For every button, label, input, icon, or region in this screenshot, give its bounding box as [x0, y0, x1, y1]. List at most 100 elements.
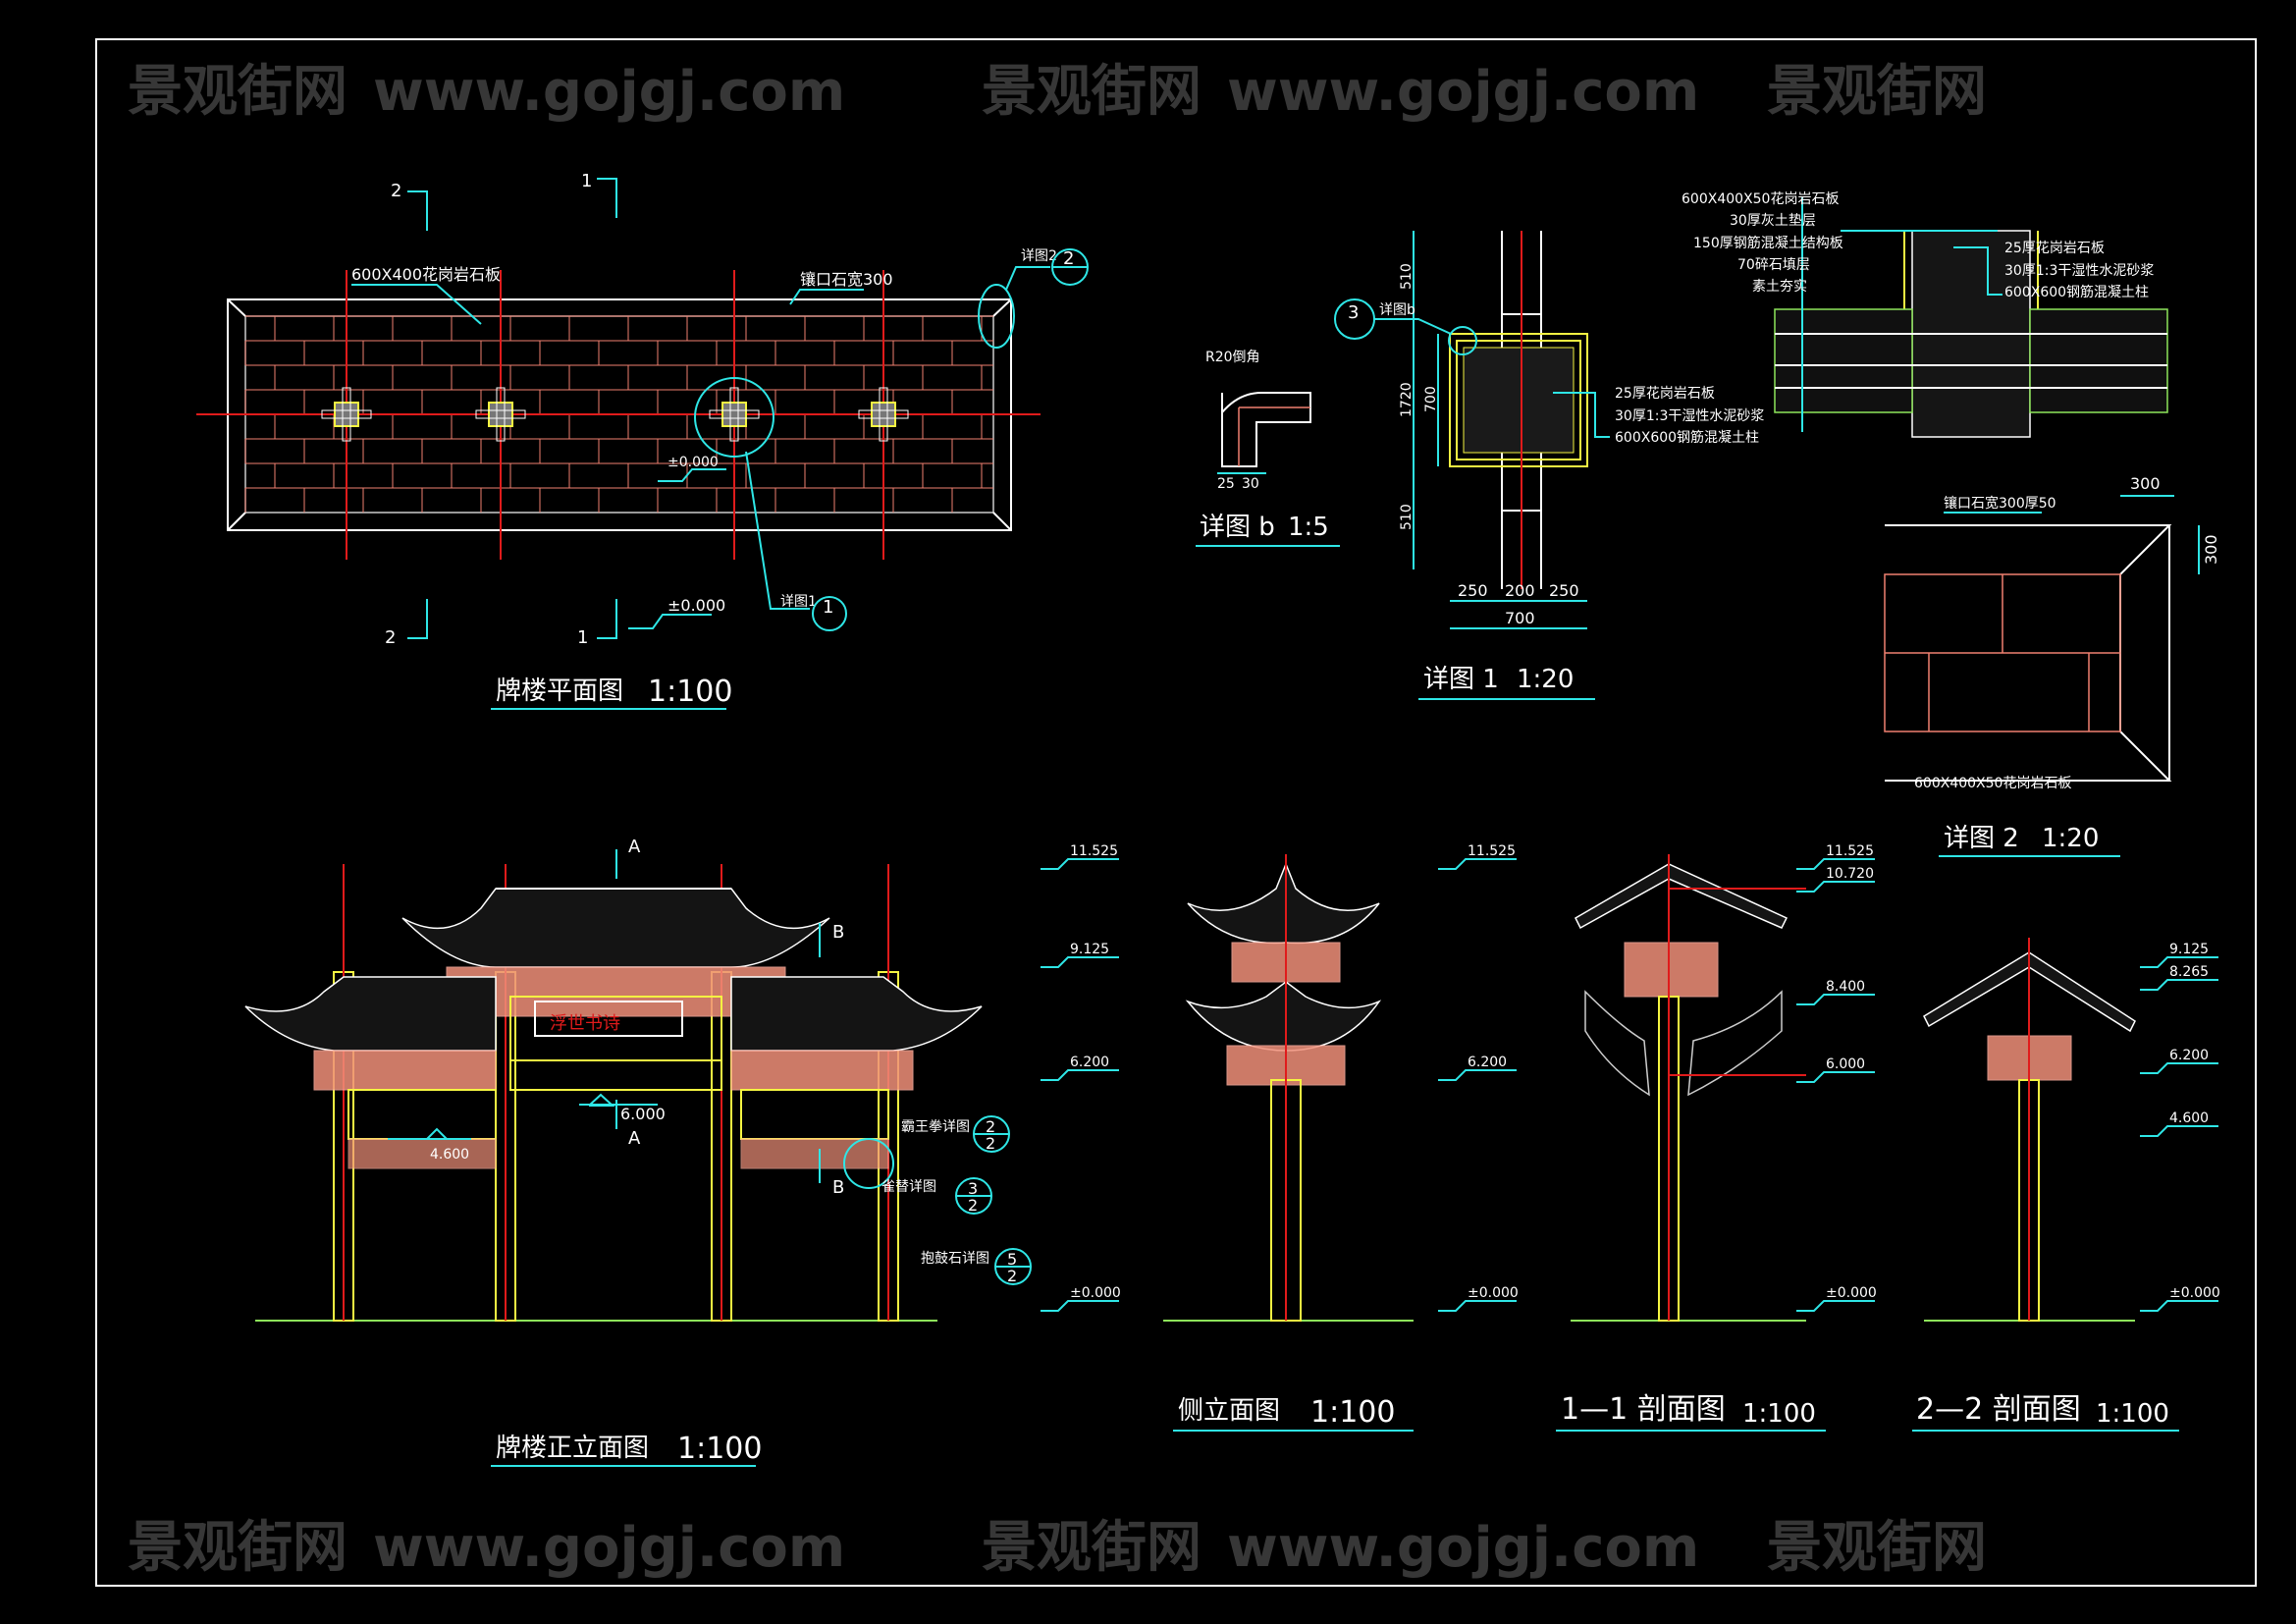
level-label: 6.000 [620, 1105, 666, 1123]
column-footprint [334, 402, 359, 427]
paving-label: 600X400花岗岩石板 [351, 265, 501, 284]
detail-2-scale: 1:20 [2042, 824, 2099, 853]
svg-text:雀替详图: 雀替详图 [881, 1179, 936, 1195]
edge-label: 镶口石宽300 [800, 270, 893, 289]
svg-text:www.gojgj.com: www.gojgj.com [373, 1516, 845, 1580]
svg-text:30: 30 [1242, 476, 1259, 492]
svg-text:510: 510 [1399, 263, 1415, 290]
level-label: ±0.000 [667, 455, 719, 470]
level-label: 11.525 [1826, 843, 1874, 859]
level-label: 6.000 [1826, 1056, 1865, 1072]
level-label: 6.200 [1070, 1055, 1109, 1070]
svg-text:70碎石填层: 70碎石填层 [1737, 257, 1810, 273]
plan-title: 牌楼平面图 [496, 677, 623, 706]
level-label: ±0.000 [1826, 1285, 1877, 1301]
plan-scale: 1:100 [648, 675, 732, 709]
svg-text:景观街网: 景观街网 [1767, 1516, 1987, 1580]
svg-text:B: B [832, 1177, 844, 1198]
front-elevation-scale: 1:100 [677, 1432, 762, 1466]
svg-text:25厚花岗岩石板: 25厚花岗岩石板 [2004, 241, 2105, 256]
drawing-frame [95, 38, 2257, 1587]
section-1-1-title: 1—1 剖面图 [1561, 1392, 1726, 1427]
level-label: ±0.000 [1070, 1285, 1121, 1301]
svg-text:景观街网: 景观街网 [982, 1516, 1201, 1580]
level-label: 6.200 [1468, 1055, 1507, 1070]
level-label: ±0.000 [667, 596, 725, 615]
level-label: 8.400 [1826, 979, 1865, 995]
svg-text:25: 25 [1217, 476, 1235, 492]
detail-b: 25 30 R20倒角 详图 b 1:5 [1196, 350, 1340, 547]
level-label: 8.265 [2169, 964, 2209, 980]
svg-text:2: 2 [1063, 248, 1074, 269]
svg-text:510: 510 [1399, 504, 1415, 530]
svg-text:700: 700 [1423, 386, 1439, 412]
detail-b-scale: 1:5 [1288, 513, 1329, 542]
detail1-ref: 详图1 [780, 594, 817, 610]
svg-text:景观街网: 景观街网 [128, 60, 347, 124]
level-label: 4.600 [430, 1147, 469, 1163]
svg-text:霸王拳详图: 霸王拳详图 [901, 1119, 970, 1135]
svg-text:30厚灰土垫层: 30厚灰土垫层 [1730, 213, 1816, 229]
svg-text:2: 2 [385, 627, 396, 648]
svg-text:抱鼓石详图: 抱鼓石详图 [921, 1251, 989, 1267]
svg-text:景观街网: 景观街网 [982, 60, 1201, 124]
level-label: 11.525 [1070, 843, 1118, 859]
level-label: 9.125 [2169, 942, 2209, 957]
svg-text:25厚花岗岩石板: 25厚花岗岩石板 [1615, 386, 1715, 402]
svg-text:A: A [628, 1128, 641, 1149]
foundation-section: 600X400X50花岗岩石板 30厚灰土垫层 150厚钢筋混凝土结构板 70碎… [1682, 191, 2168, 438]
svg-text:www.gojgj.com: www.gojgj.com [373, 60, 845, 124]
svg-text:200: 200 [1505, 581, 1535, 600]
svg-text:3: 3 [968, 1179, 978, 1198]
svg-text:景观街网: 景观街网 [1767, 60, 1987, 124]
svg-text:300: 300 [2130, 474, 2161, 493]
level-label: ±0.000 [1468, 1285, 1519, 1301]
level-label: 11.525 [1468, 843, 1516, 859]
svg-text:景观街网: 景观街网 [128, 1516, 347, 1580]
svg-text:1: 1 [581, 171, 592, 191]
svg-text:www.gojgj.com: www.gojgj.com [1227, 60, 1699, 124]
svg-text:700: 700 [1505, 609, 1535, 627]
level-label: 4.600 [2169, 1110, 2209, 1126]
section-2-2-title: 2—2 剖面图 [1916, 1392, 2081, 1427]
svg-text:600X400X50花岗岩石板: 600X400X50花岗岩石板 [1682, 191, 1839, 207]
column-footprint [721, 402, 747, 427]
svg-text:素土夯实: 素土夯实 [1752, 279, 1807, 295]
column-footprint [488, 402, 513, 427]
section-2-2-scale: 1:100 [2096, 1399, 2169, 1429]
svg-text:2: 2 [986, 1117, 995, 1136]
svg-text:250: 250 [1549, 581, 1579, 600]
level-label: ±0.000 [2169, 1285, 2220, 1301]
chamfer-label: R20倒角 [1205, 350, 1260, 365]
svg-text:250: 250 [1458, 581, 1488, 600]
front-elevation-title: 牌楼正立面图 [496, 1434, 649, 1463]
svg-text:2: 2 [391, 181, 401, 201]
svg-text:1: 1 [577, 627, 588, 648]
svg-text:2: 2 [968, 1196, 978, 1215]
side-elevation-scale: 1:100 [1310, 1395, 1395, 1430]
svg-text:2: 2 [986, 1134, 995, 1153]
svg-text:300: 300 [2202, 534, 2220, 565]
detail2-ref: 详图2 [1021, 248, 1057, 264]
svg-text:5: 5 [1007, 1250, 1017, 1269]
svg-text:30厚1:3干湿性水泥砂浆: 30厚1:3干湿性水泥砂浆 [1615, 408, 1764, 424]
front-elevation: 浮世书诗 A A B B 6.000 4.600 霸王拳详图 2 2 雀替详图 … [244, 837, 1121, 1467]
detail-bubble[interactable] [812, 596, 847, 631]
detail-1: 510 1720 700 510 250 200 250 700 3 详图b 2… [1334, 231, 1764, 700]
level-label: 10.720 [1826, 866, 1874, 882]
section-1-1-scale: 1:100 [1742, 1399, 1816, 1429]
svg-text:30厚1:3干湿性水泥砂浆: 30厚1:3干湿性水泥砂浆 [2004, 263, 2154, 279]
plan-view: 600X400花岗岩石板 镶口石宽300 详图2 2 详图1 1 ±0.000 … [196, 171, 1089, 710]
detail-2-title: 详图 2 [1944, 824, 2019, 853]
section-1-1: 11.525 10.720 8.400 6.000 ±0.000 1—1 剖面图 1:1… [1556, 843, 1877, 1432]
svg-text:B: B [832, 922, 844, 943]
svg-text:3: 3 [1348, 302, 1359, 323]
detail-2: 镶口石宽300厚50 300 300 600X400X50花岗岩石板 详图 2 … [1884, 474, 2220, 857]
level-label: 9.125 [1070, 942, 1109, 957]
svg-text:1: 1 [823, 597, 833, 618]
plaque-text: 浮世书诗 [550, 1013, 620, 1034]
svg-text:A: A [628, 837, 641, 857]
